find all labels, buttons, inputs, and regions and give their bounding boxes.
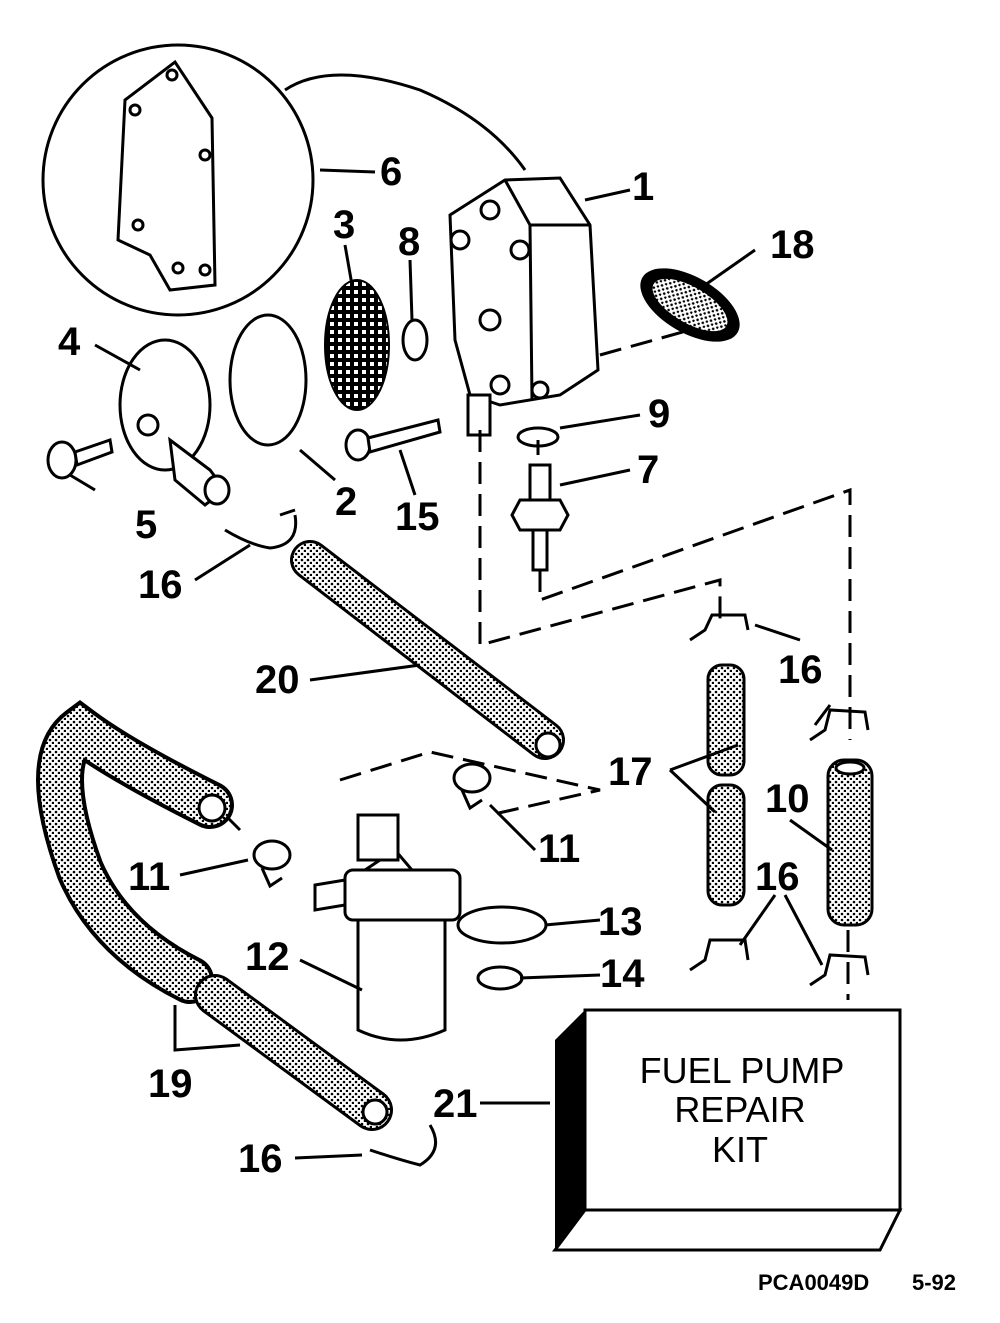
clamp-16-d — [689, 938, 750, 972]
callout-13: 13 — [598, 900, 643, 944]
callout-2: 2 — [335, 480, 357, 524]
gasket-18 — [599, 268, 740, 357]
clamp-16-b — [689, 613, 750, 642]
callout-16-a: 16 — [138, 563, 183, 607]
callout-14: 14 — [600, 952, 645, 996]
callout-4: 4 — [58, 320, 81, 364]
route-line-a — [478, 430, 722, 647]
callout-16-d: 16 — [238, 1137, 283, 1181]
clamp-16-f — [369, 1124, 438, 1167]
callout-6: 6 — [380, 150, 402, 194]
hose-17-lower — [706, 783, 746, 907]
route-line-d — [339, 750, 601, 817]
fitting-7 — [510, 463, 570, 572]
kit-label-line1: FUEL PUMP — [640, 1050, 845, 1091]
hose-10 — [826, 758, 874, 927]
hose-20 — [290, 540, 565, 760]
callout-5: 5 — [135, 503, 157, 547]
callout-20: 20 — [255, 658, 300, 702]
clamp-11-b — [252, 839, 292, 889]
gasket-14 — [476, 965, 524, 991]
o-ring-8 — [401, 318, 429, 362]
filter-screen — [324, 279, 390, 411]
callout-8: 8 — [398, 220, 420, 264]
callout-19: 19 — [148, 1062, 193, 1106]
diagram-code: PCA0049D — [758, 1270, 869, 1295]
screw-5 — [46, 438, 114, 480]
pump-cover — [118, 338, 231, 507]
fuel-filter — [313, 813, 462, 1042]
leader-lines — [69, 168, 833, 1160]
screw-15 — [344, 418, 442, 462]
callout-9: 9 — [648, 392, 670, 436]
callout-1: 1 — [632, 165, 654, 209]
callout-3: 3 — [333, 203, 355, 247]
callout-21: 21 — [433, 1082, 478, 1126]
callout-15: 15 — [395, 495, 440, 539]
clamp-16-c — [809, 708, 870, 742]
clamp-16-a — [224, 508, 298, 550]
route-line-b — [538, 487, 852, 740]
kit-label-line3: KIT — [712, 1129, 768, 1170]
callout-17: 17 — [608, 750, 653, 794]
callout-11-right: 11 — [538, 827, 580, 871]
gasket-detail-circle — [41, 43, 527, 317]
hose-19 — [36, 699, 393, 1131]
callout-18: 18 — [770, 223, 815, 267]
fuel-pump-body — [448, 176, 600, 437]
hose-17-upper — [706, 663, 746, 777]
o-ring-2 — [228, 313, 308, 447]
clamp-16-e — [809, 953, 870, 987]
clamp-11-a — [452, 762, 492, 811]
callout-16-b: 16 — [778, 648, 823, 692]
kit-label-line2: REPAIR — [674, 1089, 805, 1130]
gasket-13 — [456, 905, 548, 945]
callout-11-left: 11 — [128, 855, 170, 899]
callout-12: 12 — [245, 935, 290, 979]
repair-kit-box — [552, 1008, 903, 1252]
diagram-date: 5-92 — [912, 1270, 956, 1295]
callout-10: 10 — [765, 777, 810, 821]
callout-7: 7 — [637, 448, 659, 492]
callout-16-c: 16 — [755, 855, 800, 899]
